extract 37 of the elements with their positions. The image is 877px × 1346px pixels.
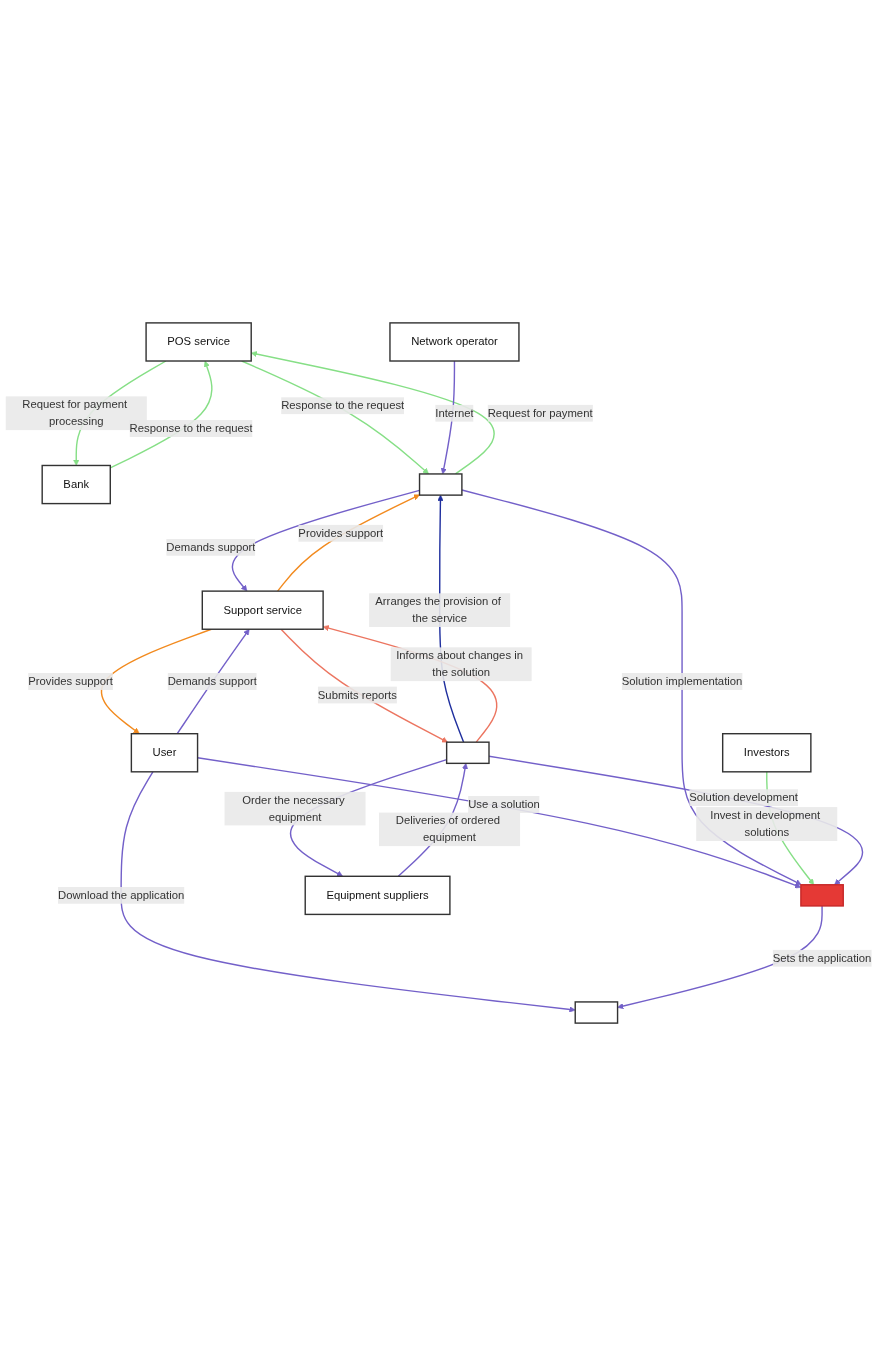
edge-label: Invest in development solutions [710,809,821,839]
arrow [461,489,802,886]
node-box [418,473,463,496]
edge-label: Sets the application [772,951,872,964]
edge-label: Solution development [689,791,798,804]
edge-label: Informs about changes in the solution [396,649,523,679]
arrow [231,489,421,592]
edge-label: Response to the request [129,422,253,435]
edge-label: Response to the request [281,399,405,412]
edge-label: Provides support [298,526,384,539]
edge-label: Arranges the provision of the service [375,595,501,625]
node-box [445,741,490,765]
arrow [280,628,448,743]
edge-label: Solution implementation [621,675,743,688]
node-box: POS service [145,322,252,362]
node-box: Network operator [389,322,520,362]
edge-label: Deliveries of ordered equipment [395,814,500,844]
edge-label: Download the application [58,888,185,901]
edge-label: Demands support [166,541,256,553]
node-box: Equipment suppliers [304,875,451,916]
node-box: Bank [41,464,111,505]
edge-label: Request for payment processing [22,398,128,428]
edge-label: Demands support [167,675,257,688]
edge-label: Use a solution [468,798,540,811]
node-box [574,1001,619,1024]
node-box [800,884,844,907]
node-box: User [130,733,199,773]
node-box: Support service [201,590,324,630]
arrow [120,771,576,1013]
arrow [276,494,420,592]
edge-label: Submits reports [317,688,397,701]
edge-label: Request for payment [487,406,593,419]
edge-label: Order the necessary equipment [242,793,345,823]
node-box: Investors [721,733,812,773]
edge-label: Internet [435,406,474,419]
edge-label: Provides support [28,675,113,688]
arrow [241,360,429,475]
